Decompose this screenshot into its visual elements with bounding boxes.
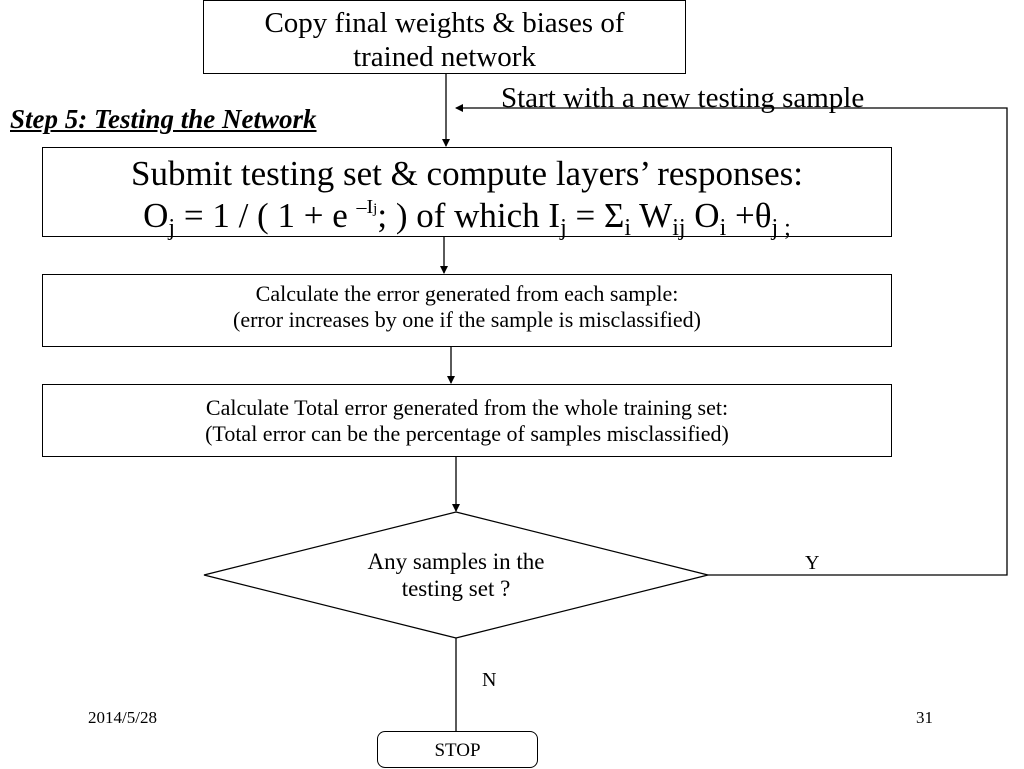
formula-exp-sub: j — [373, 201, 378, 217]
step-title: Step 5: Testing the Network — [10, 104, 317, 134]
decision-line2: testing set ? — [401, 576, 511, 601]
formula-theta: +θ — [726, 196, 772, 235]
no-label: N — [482, 669, 497, 691]
formula-part3: = Σ — [566, 196, 625, 235]
total-box-line2: (Total error can be the percentage of sa… — [205, 421, 729, 446]
footer-date: 2014/5/28 — [88, 708, 157, 727]
formula-sub-i: i — [624, 215, 632, 241]
formula-part1: = 1 / ( 1 + e — [175, 196, 357, 235]
total-box-line1: Calculate Total error generated from the… — [205, 395, 729, 420]
formula-sub-ij: ij — [672, 215, 686, 241]
footer-page-number: 31 — [916, 708, 933, 727]
formula-w: W — [631, 196, 673, 235]
formula-exp-prefix: –I — [356, 196, 374, 218]
formula-sub-j3: j ; — [771, 215, 791, 241]
error-box-line2: (error increases by one if the sample is… — [233, 307, 701, 332]
formula-exponent: –Ij — [357, 196, 378, 218]
loop-label: Start with a new testing sample — [501, 82, 865, 114]
yes-label: Y — [805, 552, 820, 574]
stop-terminal: STOP — [377, 731, 538, 768]
layer-response-formula: Oj = 1 / ( 1 + e –Ij; ) of which Ij = Σi… — [43, 195, 891, 240]
formula-part2: ; ) of which I — [377, 196, 561, 235]
sample-error-box: Calculate the error generated from each … — [42, 274, 892, 347]
total-error-box: Calculate Total error generated from the… — [42, 384, 892, 457]
copy-box-line2: trained network — [353, 41, 536, 73]
formula-o2: O — [685, 196, 720, 235]
error-box-line1: Calculate the error generated from each … — [255, 281, 679, 306]
submit-box-line1: Submit testing set & compute layers’ res… — [130, 154, 804, 193]
submit-testing-box: Submit testing set & compute layers’ res… — [42, 147, 892, 240]
formula-sub-i2: i — [719, 215, 727, 241]
formula-sub-j2: j — [560, 215, 567, 241]
formula-o: O — [143, 196, 169, 235]
decision-line1: Any samples in the — [367, 549, 545, 574]
copy-box-line1: Copy final weights & biases of — [264, 7, 625, 39]
decision-text: Any samples in the testing set ? — [306, 548, 606, 602]
loop-back-line — [455, 104, 1008, 576]
formula-sub-j: j — [168, 215, 176, 241]
copy-weights-box: Copy final weights & biases of trained n… — [203, 0, 686, 74]
